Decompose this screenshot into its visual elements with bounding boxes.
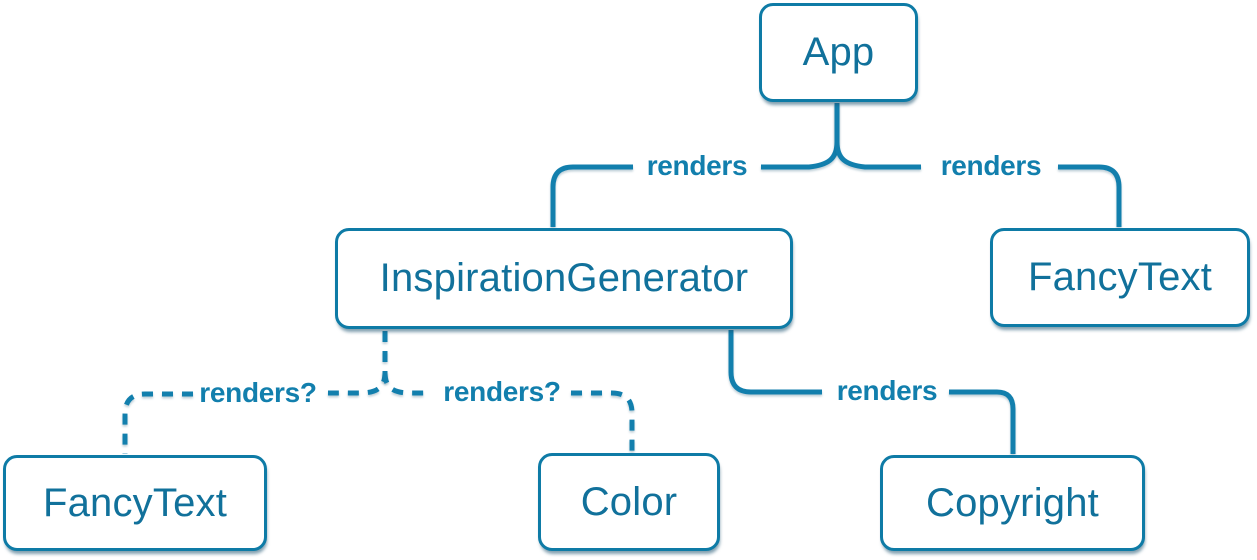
node-fancy-text-bottom-label: FancyText (42, 480, 228, 525)
edge-label-inspiration-generator-fancy-text: renders? (199, 377, 317, 408)
edge-label-inspiration-generator-color: renders? (443, 376, 561, 407)
edge-inspiration-generator-color-line-a (382, 371, 432, 396)
edge-label-app-fancy-text: renders (940, 150, 1042, 181)
node-fancy-text-top-label: FancyText (1027, 255, 1213, 299)
node-fancy-text-top: FancyText (990, 228, 1250, 327)
edge-app-fancy-text-line-a (834, 103, 921, 170)
edge-app-inspiration-generator-line-a (761, 103, 840, 170)
node-fancy-text-bottom: FancyText (3, 455, 267, 551)
edge-inspiration-generator-copyright-line-a (728, 330, 822, 395)
node-app: App (759, 3, 918, 102)
node-inspiration-generator: InspirationGenerator (335, 228, 793, 329)
node-color: Color (538, 453, 720, 551)
edge-inspiration-generator-fancy-text-line-a (328, 331, 388, 396)
edge-inspiration-generator-fancy-text-line-b (122, 391, 193, 454)
edge-inspiration-generator-color-line-b (571, 390, 635, 452)
node-app-label: App (802, 30, 875, 74)
edge-inspiration-generator-copyright-line-b (949, 389, 1016, 454)
edge-label-inspiration-generator-copyright: renders (836, 375, 938, 406)
node-copyright-label: Copyright (926, 480, 1099, 525)
edge-label-app-inspiration-generator: renders (646, 150, 748, 181)
node-inspiration-generator-label: InspirationGenerator (379, 256, 749, 300)
edge-app-inspiration-generator-line-b (550, 164, 633, 227)
node-copyright: Copyright (880, 455, 1145, 551)
node-color-label: Color (580, 479, 678, 524)
edge-app-fancy-text-line-b (1058, 164, 1122, 227)
